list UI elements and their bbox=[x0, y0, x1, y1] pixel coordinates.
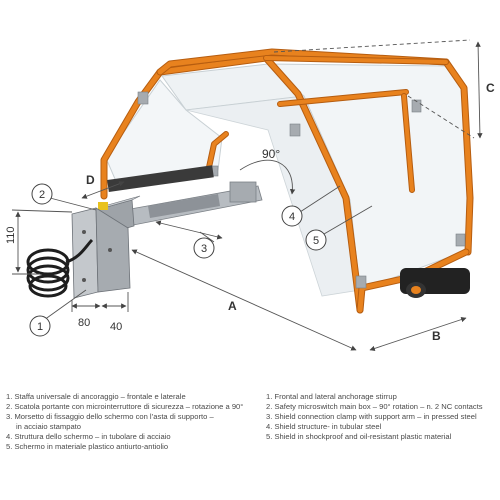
dimension-label-d: D bbox=[86, 173, 95, 187]
callout-4: 4 bbox=[281, 205, 303, 227]
svg-text:4: 4 bbox=[289, 211, 295, 223]
callout-3: 3 bbox=[193, 237, 215, 259]
shield-hinge-bar bbox=[107, 165, 214, 192]
rotation-label: 90° bbox=[262, 147, 280, 161]
dimension-label-40: 40 bbox=[110, 321, 122, 333]
svg-text:2: 2 bbox=[39, 189, 45, 201]
legend-it-item-5: 5. Schermo in materiale plastico antiurt… bbox=[6, 442, 169, 452]
dimension-label-b: B bbox=[432, 329, 441, 343]
legend-english: 1. Frontal and lateral anchorage stirrup… bbox=[266, 392, 498, 442]
svg-text:1: 1 bbox=[37, 321, 43, 333]
callout-1: 1 bbox=[29, 315, 51, 337]
legend-it-item-2: 2. Scatola portante con microinterruttor… bbox=[6, 402, 244, 412]
callout-2: 2 bbox=[31, 183, 53, 205]
legend-en-item-1: 1. Frontal and lateral anchorage stirrup bbox=[266, 392, 397, 401]
legend-it-item-1: 1. Staffa universale di ancoraggio – fro… bbox=[6, 392, 186, 401]
anchorage-stirrup bbox=[71, 207, 131, 299]
shield-handle bbox=[400, 268, 470, 298]
legend-en-item-3: 3. Shield connection clamp with support … bbox=[266, 412, 477, 422]
legend-en-item-2: 2. Safety microswitch main box – 90° rot… bbox=[266, 402, 483, 412]
svg-text:3: 3 bbox=[201, 243, 207, 255]
callout-5: 5 bbox=[305, 229, 327, 251]
legend-it-item-3: 3. Morsetto di fissaggio dello schermo c… bbox=[6, 412, 214, 422]
dimension-lines bbox=[11, 39, 483, 352]
legend-en-item-5: 5. Shield in shockproof and oil-resistan… bbox=[266, 432, 452, 442]
legend-it-item-3-cont: in acciaio stampato bbox=[16, 422, 82, 432]
legend-it-item-4: 4. Struttura dello schermo – in tubolare… bbox=[6, 432, 171, 442]
svg-text:5: 5 bbox=[313, 235, 319, 247]
dimension-label-a: A bbox=[228, 299, 237, 313]
tubular-steel-frame bbox=[100, 48, 474, 314]
legend-en-item-4: 4. Shield structure- in tubular steel bbox=[266, 422, 382, 432]
frame-joints bbox=[137, 91, 466, 289]
dimension-label-110: 110 bbox=[5, 226, 17, 244]
support-arm bbox=[113, 181, 263, 229]
dimension-label-80: 80 bbox=[78, 317, 90, 329]
legend-italian: 1. Staffa universale di ancoraggio – fro… bbox=[6, 392, 256, 453]
dimension-label-c: C bbox=[486, 81, 495, 95]
callout-leaders bbox=[43, 185, 373, 321]
cable-coil bbox=[26, 238, 94, 298]
